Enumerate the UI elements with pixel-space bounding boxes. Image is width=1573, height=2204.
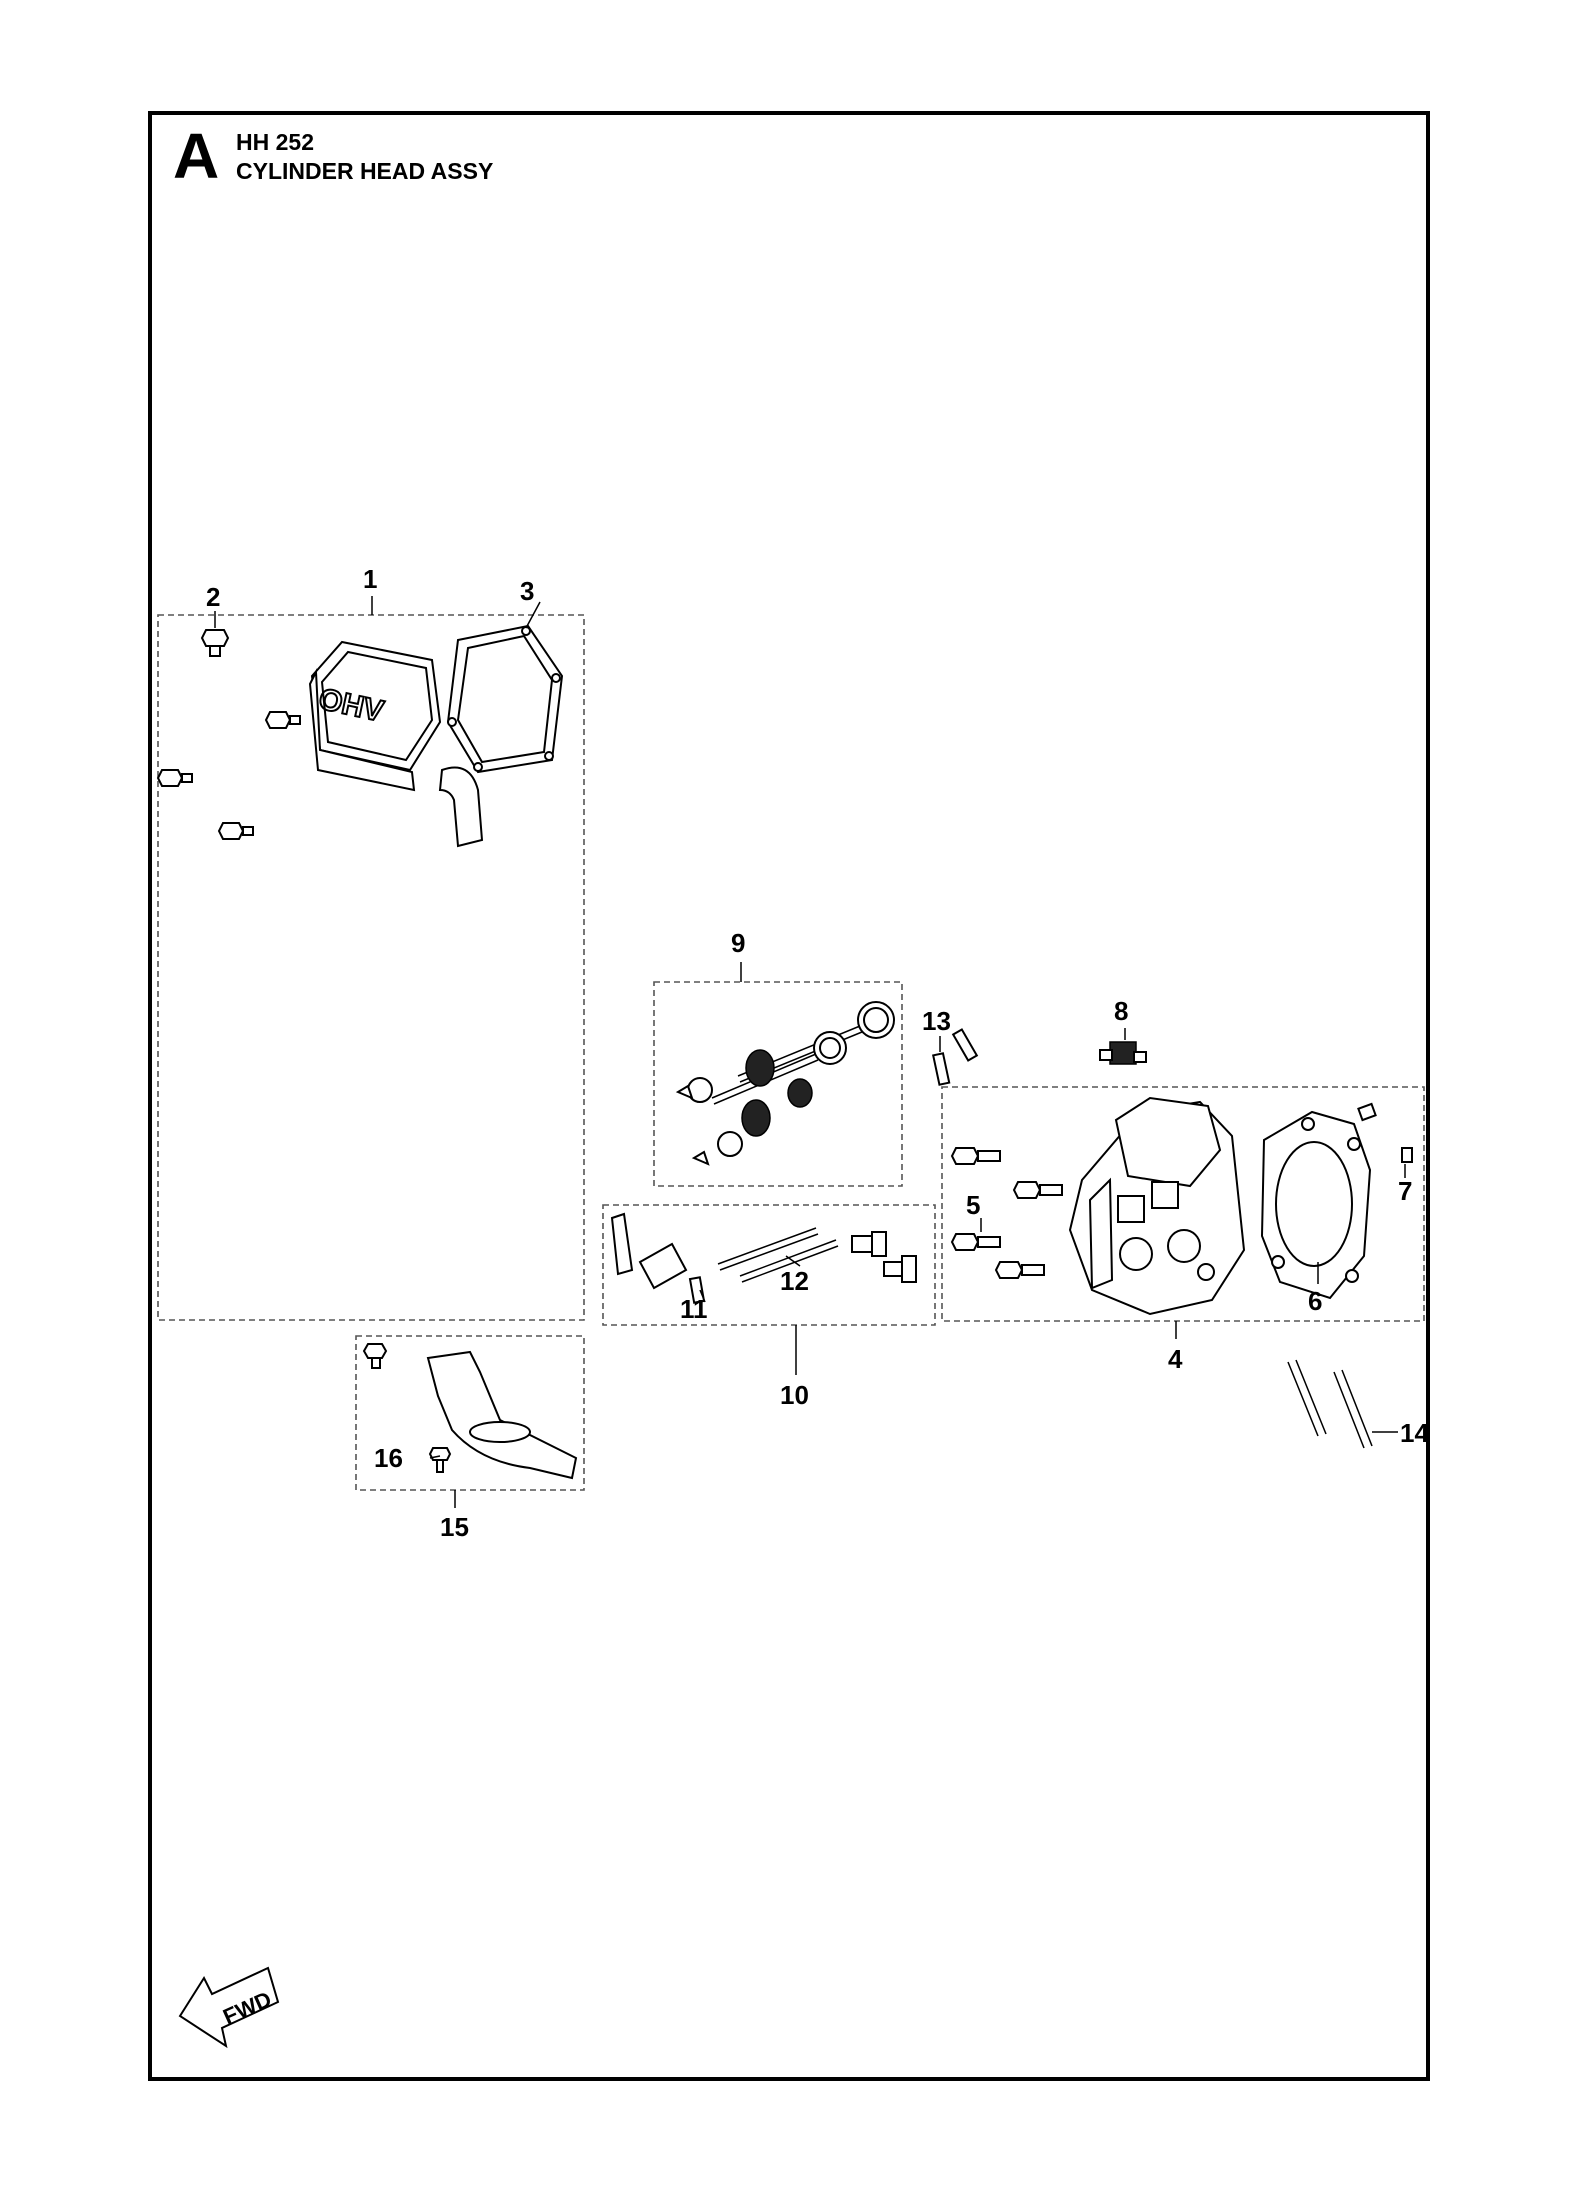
group-rocker [602, 1204, 936, 1375]
cover-gasket-icon [446, 624, 564, 774]
breather-tube-icon [438, 766, 484, 848]
group-deflector [355, 1335, 585, 1508]
bolt-icon [156, 769, 193, 787]
leader-lines [429, 601, 1406, 1459]
valve-icon [711, 1031, 847, 1105]
group-valves [653, 962, 903, 1187]
page-frame [148, 111, 1430, 2081]
valve-spring-icon [741, 1049, 813, 1137]
tappet-icon [851, 1231, 917, 1283]
callout-5: 5 [966, 1190, 980, 1220]
section-letter: A [173, 120, 220, 192]
group-box-9 [653, 981, 903, 1187]
bolt-icon [428, 1447, 452, 1473]
callout-14: 14 [1400, 1418, 1429, 1448]
spark-plug-icon [1099, 1028, 1147, 1065]
bolt-icon [264, 711, 301, 729]
callout-8: 8 [1114, 996, 1128, 1026]
callout-6: 6 [1308, 1286, 1322, 1316]
callout-1: 1 [363, 564, 377, 594]
callout-9: 9 [731, 928, 745, 958]
bolt-icon [994, 1261, 1045, 1279]
callout-numbers: 1 2 3 4 5 6 7 8 9 10 11 12 13 14 15 16 [206, 564, 1429, 1542]
rocker-arm-icon [610, 1212, 688, 1290]
rocker-pin-icon [688, 1276, 706, 1304]
callout-4: 4 [1168, 1344, 1183, 1374]
callout-12: 12 [780, 1266, 809, 1296]
bolt-icon [362, 1343, 388, 1369]
group-valve-cover: OHV [156, 596, 585, 1321]
cylinder-head-icon [1068, 1096, 1246, 1316]
callout-2: 2 [206, 582, 220, 612]
callout-15: 15 [440, 1512, 469, 1542]
callout-11: 11 [680, 1294, 708, 1324]
bolt-icon [950, 1147, 1001, 1165]
callout-7: 7 [1398, 1176, 1412, 1206]
callout-3: 3 [520, 576, 534, 606]
model-number: HH 252 [236, 129, 314, 155]
push-rod-icon [1287, 1359, 1398, 1449]
spring-retainer-icon [675, 1077, 743, 1166]
fwd-arrow-icon: FWD [178, 1966, 280, 2049]
callout-13: 13 [922, 1006, 951, 1036]
bolt-icon [200, 611, 230, 657]
dowel-pin-icon [932, 1028, 979, 1086]
group-cylinder-head [941, 1086, 1425, 1339]
dowel-pin-icon [1357, 1102, 1413, 1163]
diagram-title: CYLINDER HEAD ASSY [236, 158, 494, 184]
valve-cover-icon: OHV [308, 640, 442, 792]
group-box-1 [157, 614, 585, 1321]
group-box-4 [941, 1086, 1425, 1322]
group-box-15 [355, 1335, 585, 1491]
callout-16: 16 [374, 1443, 403, 1473]
bolt-icon [950, 1233, 1001, 1251]
push-rod-icon [717, 1227, 839, 1283]
callout-10: 10 [780, 1380, 809, 1410]
head-gasket-icon [1260, 1110, 1372, 1300]
group-box-10 [602, 1204, 936, 1326]
bolt-icon [217, 822, 254, 840]
bolt-icon [1012, 1181, 1063, 1199]
deflector-icon [426, 1350, 578, 1480]
